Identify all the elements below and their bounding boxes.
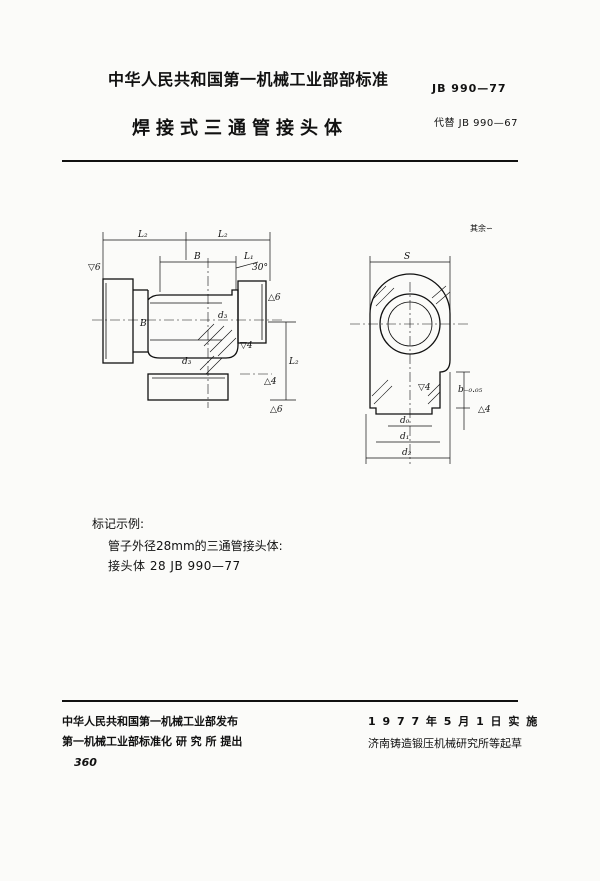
footer-rule (62, 700, 518, 702)
finish-side-b: △4 (478, 405, 491, 415)
label-d3-lower: d₃ (182, 357, 192, 367)
roughness-note: 其余∽ (470, 224, 493, 233)
page-number: 360 (74, 756, 97, 769)
standard-code: JB 990—77 (432, 82, 507, 95)
label-angle: 30° (252, 263, 268, 273)
example-heading: 标记示例: (92, 517, 145, 531)
header-rule (62, 160, 518, 162)
finish-mid: ▽4 (240, 341, 253, 351)
finish-right-top: △6 (268, 293, 281, 303)
footer-drafter: 济南铸造锻压机械研究所等起草 (368, 737, 522, 750)
label-L2-right: L₂ (217, 230, 228, 240)
label-d0: d₀ (400, 416, 410, 426)
right-end-body (237, 280, 267, 344)
section-hatching (197, 323, 237, 375)
replaces-standard: 代替 JB 990—67 (434, 118, 518, 129)
label-d2: d₂ (402, 448, 412, 458)
side-center-lines (350, 282, 470, 464)
left-end-body (102, 278, 134, 364)
example-line-2: 接头体 28 JB 990—77 (108, 559, 241, 573)
label-B-top: B (193, 252, 201, 262)
label-B-side: B (139, 319, 147, 329)
side-hatching (371, 285, 451, 405)
finish-marks: ▽6 △6 ▽4 △4 △6 ▽4 △4 (88, 263, 491, 415)
document-title: 焊接式三通管接头体 (132, 118, 348, 139)
front-center-lines (92, 258, 282, 408)
side-dimensions (365, 256, 470, 464)
label-L2-left: L₂ (137, 230, 148, 240)
example-line-1: 管子外径28mm的三通管接头体: (108, 539, 283, 553)
side-outline (369, 273, 451, 415)
front-view (92, 232, 296, 408)
finish-side-a: ▽4 (418, 383, 431, 393)
label-L2-vertical: L₂ (288, 357, 299, 367)
finish-bottom: △6 (270, 405, 283, 415)
label-d1: d₁ (400, 432, 409, 442)
label-b-tolerance: b₋₀.₀₅ (458, 385, 483, 395)
footer-effective-date: 1 9 7 7 年 5 月 1 日 实 施 (368, 715, 539, 728)
central-body (147, 289, 239, 359)
footer-issuer: 中华人民共和国第一机械工业部发布 (62, 715, 238, 728)
label-L1: L₁ (243, 252, 254, 262)
lower-branch (147, 373, 229, 401)
side-view (350, 256, 470, 464)
label-S: S (404, 252, 410, 262)
label-d3-mid: d₃ (218, 311, 228, 321)
footer-proposer: 第一机械工业部标准化 研 究 所 提出 (62, 735, 243, 748)
issuing-organization: 中华人民共和国第一机械工业部部标准 (108, 70, 389, 89)
front-dimensions (102, 232, 296, 401)
finish-left-end: ▽6 (88, 263, 101, 273)
finish-lower-vertical: △4 (264, 377, 277, 387)
